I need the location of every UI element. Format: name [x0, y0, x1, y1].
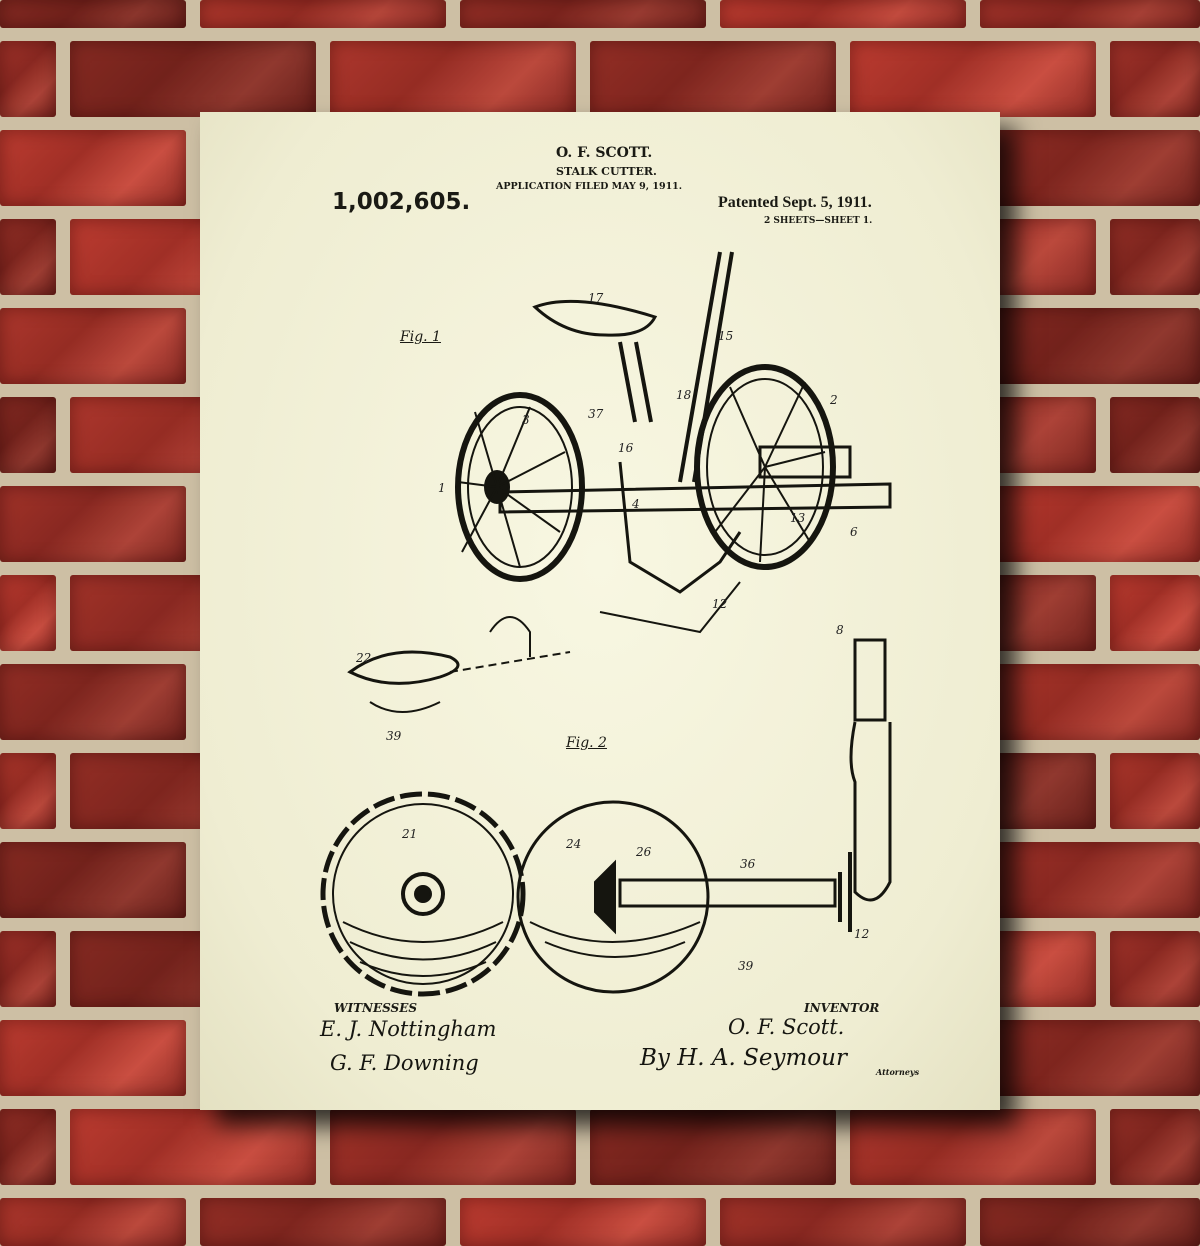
ref-numeral: 24 [566, 837, 582, 851]
brick [0, 486, 186, 562]
brick [980, 130, 1200, 206]
ref-numeral: 3 [522, 413, 530, 427]
patent-inventor: O. F. SCOTT. [556, 145, 653, 161]
ref-numeral: 39 [386, 729, 402, 743]
brick [980, 664, 1200, 740]
fig1-side-detail [849, 638, 892, 902]
ref-numeral: 16 [618, 441, 634, 455]
fig2-disc-left [320, 791, 526, 997]
brick [200, 1198, 446, 1246]
patent-number: 1,002,605. [332, 189, 471, 215]
brick [720, 0, 966, 28]
brick [0, 931, 56, 1007]
brick [720, 1198, 966, 1246]
brick [0, 41, 56, 117]
brick [0, 753, 56, 829]
brick [0, 130, 186, 206]
brick [980, 0, 1200, 28]
ref-numeral: 17 [588, 291, 604, 305]
ref-numeral: 39 [738, 959, 754, 973]
ref-numeral: 1 [438, 481, 446, 495]
brick [0, 664, 186, 740]
brick [0, 1020, 186, 1096]
brick [980, 486, 1200, 562]
patent-poster: O. F. SCOTT. STALK CUTTER. APPLICATION F… [200, 112, 1000, 1110]
brick [980, 1020, 1200, 1096]
fig2-disc-right [516, 800, 852, 994]
brick [980, 1198, 1200, 1246]
witness-signature-1: E. J. Nottingham [320, 1017, 497, 1041]
brick [0, 1198, 186, 1246]
brick [200, 0, 446, 28]
brick [460, 1198, 706, 1246]
patented-date: Patented Sept. 5, 1911. [718, 194, 872, 211]
brick [0, 219, 56, 295]
brick [0, 842, 186, 918]
ref-numeral: 8 [836, 623, 844, 637]
fig1-machine [347, 251, 892, 713]
brick [0, 0, 186, 28]
brick [0, 575, 56, 651]
brick [1110, 753, 1200, 829]
ref-numeral: 36 [740, 857, 756, 871]
fig2-label: Fig. 2 [566, 735, 607, 751]
brick [460, 0, 706, 28]
ref-numeral: 26 [636, 845, 652, 859]
brick [0, 308, 186, 384]
brick [850, 1109, 1096, 1185]
attorneys-label: Attorneys [876, 1067, 920, 1077]
brick [590, 41, 836, 117]
ref-numeral: 18 [676, 388, 692, 402]
brick [590, 1109, 836, 1185]
ref-numeral: 13 [790, 511, 806, 525]
attorney-signature: By H. A. Seymour [640, 1045, 847, 1071]
brick [0, 397, 56, 473]
sheet-count: 2 SHEETS—SHEET 1. [764, 216, 873, 226]
ref-numeral: 6 [850, 525, 858, 539]
brick [1110, 397, 1200, 473]
brick [0, 1109, 56, 1185]
ref-numeral: 37 [588, 407, 604, 421]
brick [980, 308, 1200, 384]
inventor-signature: O. F. Scott. [728, 1015, 845, 1039]
ref-numeral: 15 [718, 329, 734, 343]
brick [1110, 931, 1200, 1007]
brick [70, 1109, 316, 1185]
brick [330, 1109, 576, 1185]
brick [1110, 219, 1200, 295]
ref-numeral: 21 [402, 827, 418, 841]
ref-numeral: 22 [356, 651, 372, 665]
brick [330, 41, 576, 117]
ref-numeral: 12 [854, 927, 870, 941]
brick [1110, 1109, 1200, 1185]
brick [1110, 41, 1200, 117]
application-filed: APPLICATION FILED MAY 9, 1911. [496, 181, 683, 192]
patent-title: STALK CUTTER. [556, 165, 657, 178]
brick [1110, 575, 1200, 651]
fig1-label: Fig. 1 [400, 329, 441, 345]
brick [980, 842, 1200, 918]
brick [850, 41, 1096, 117]
witnesses-label: WITNESSES [334, 1001, 418, 1015]
brick [70, 41, 316, 117]
ref-numeral: 2 [830, 393, 838, 407]
inventor-label: INVENTOR [804, 1001, 880, 1015]
witness-signature-2: G. F. Downing [330, 1051, 479, 1075]
ref-numeral: 12 [712, 597, 728, 611]
ref-numeral: 4 [632, 497, 640, 511]
stalk-cutter-drawing [320, 251, 892, 997]
